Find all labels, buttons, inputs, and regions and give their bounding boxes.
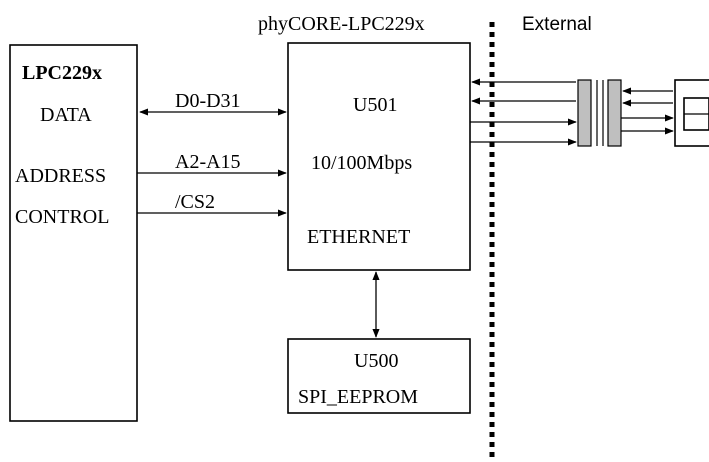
lpc229x-title: LPC229x <box>22 62 102 84</box>
lpc229x-block: LPC229x DATA ADDRESS CONTROL <box>9 44 138 422</box>
board-boundary: phyCORE-LPC229x External <box>258 13 592 462</box>
eeprom-name: SPI_EEPROM <box>298 386 418 408</box>
eeprom-ref: U500 <box>354 350 398 372</box>
ethernet-name: ETHERNET <box>307 226 410 248</box>
bus-connections: D0-D31 A2-A15 /CS2 <box>137 90 380 338</box>
data-bus-label: D0-D31 <box>175 90 241 112</box>
ethernet-speed: 10/100Mbps <box>311 152 412 174</box>
chip-select-label: /CS2 <box>175 191 215 213</box>
external-label: External <box>522 14 592 35</box>
connector-signals <box>621 87 674 135</box>
lpc229x-address-label: ADDRESS <box>15 165 106 187</box>
magnetics-left-plate <box>577 79 592 147</box>
lpc229x-box <box>9 44 138 422</box>
ethernet-ref: U501 <box>353 94 397 116</box>
magnetics-right-plate <box>607 79 622 147</box>
lpc229x-control-label: CONTROL <box>15 206 109 228</box>
rj45-connector <box>674 79 709 147</box>
ethernet-signals <box>470 78 577 146</box>
eeprom-box <box>287 338 471 414</box>
module-label: phyCORE-LPC229x <box>258 13 425 35</box>
ethernet-block: U501 10/100Mbps ETHERNET <box>287 42 471 271</box>
eeprom-block: U500 SPI_EEPROM <box>287 338 471 414</box>
address-bus-label: A2-A15 <box>175 151 241 173</box>
ethernet-box <box>287 42 471 271</box>
lpc229x-data-label: DATA <box>40 104 92 126</box>
magnetics <box>577 79 622 147</box>
